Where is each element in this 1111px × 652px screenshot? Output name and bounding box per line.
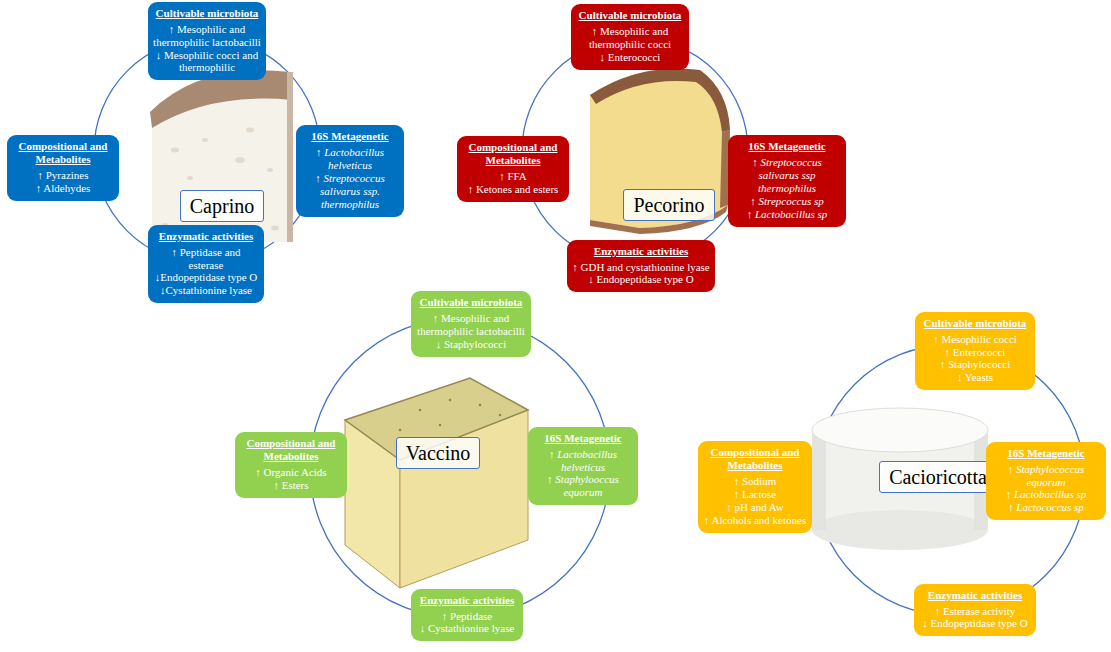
box-item: ↑ Mesophilic and thermophilic lactobacil… bbox=[153, 23, 261, 49]
box-item: ↓Endopeptidase type O bbox=[153, 271, 259, 284]
box-item: ↑ Lactose bbox=[703, 488, 807, 501]
box-item: ↑ Organic Acids bbox=[240, 466, 342, 479]
box-item: ↑ Lactobacillus sp bbox=[991, 488, 1101, 501]
box-heading: 16S Metagenetic bbox=[301, 130, 399, 143]
box-heading: Compositional and Metabolites bbox=[12, 140, 114, 166]
box-heading: Compositional and Metabolites bbox=[240, 437, 342, 463]
vaccino-cheese bbox=[345, 378, 528, 588]
box-item: ↑ Mesophilic and thermophilic lactobacil… bbox=[416, 312, 526, 338]
box-heading: 16S Metagenetic bbox=[991, 447, 1101, 460]
box-item: ↑ GDH and cystathionine lyase bbox=[572, 261, 710, 274]
box-item: ↑ Esters bbox=[240, 479, 342, 492]
box-item: ↓ Staphylococci bbox=[416, 338, 526, 351]
box-heading: 16S Metagenetic bbox=[733, 140, 841, 153]
box-item: ↓ Enterococci bbox=[576, 51, 684, 64]
box-heading: Enzymatic activities bbox=[919, 589, 1031, 602]
box-item: ↑ Sodium bbox=[703, 475, 807, 488]
box-item: ↑ Lactococcus sp bbox=[991, 501, 1101, 514]
cheese-label: Caprino bbox=[180, 190, 264, 222]
box-item: ↑ FFA bbox=[462, 170, 564, 183]
category-box: Compositional and Metabolites ↑ Sodium↑ L… bbox=[698, 441, 812, 532]
box-item: ↑ Lactobacillus sp bbox=[733, 208, 841, 221]
category-box: Enzymatic activities ↑ Peptidase↓ Cystath… bbox=[411, 589, 523, 642]
box-item: ↑ Peptidase bbox=[416, 610, 518, 623]
category-box: 16S Metagenetic ↑ Streptococcus salivarus… bbox=[728, 135, 846, 226]
category-box: Cultivable microbiota ↑ Mesophilic and th… bbox=[571, 4, 689, 69]
box-item: ↓ Cystathionine lyase bbox=[416, 622, 518, 635]
box-item: ↓ Endopeptidase type O bbox=[572, 273, 710, 286]
group-circle bbox=[94, 38, 320, 264]
box-item: ↑ Mesophilic cocci bbox=[920, 333, 1030, 346]
box-item: ↑ Strepcoccus sp bbox=[733, 195, 841, 208]
category-box: Enzymatic activities ↑ GDH and cystathion… bbox=[567, 240, 715, 293]
box-item: ↑ pH and Aw bbox=[703, 501, 807, 514]
category-box: Cultivable microbiota↑ Mesophilic cocci↑… bbox=[915, 312, 1035, 390]
cheese-label: Cacioricotta bbox=[879, 461, 997, 493]
box-heading: Enzymatic activities bbox=[153, 230, 259, 243]
box-heading: Enzymatic activities bbox=[572, 245, 710, 258]
box-item: ↑ Mesophilic and thermophilic cocci bbox=[576, 25, 684, 51]
box-heading: Cultivable microbiota bbox=[576, 9, 684, 22]
category-box: 16S Metagenetic ↑ Lactobacillus helveticu… bbox=[296, 125, 404, 216]
cheese-label: Pecorino bbox=[623, 189, 714, 221]
box-heading: Cultivable microbiota bbox=[416, 296, 526, 309]
box-item: ↑ Lactobacillus helveticus bbox=[533, 448, 633, 474]
box-item: ↑ Streptococcus salivarus ssp. thermophi… bbox=[301, 172, 399, 211]
category-box: Cultivable microbiota ↑ Mesophilic and th… bbox=[148, 2, 266, 80]
box-item: ↑ Ketones and esters bbox=[462, 183, 564, 196]
category-box: Enzymatic activities ↑ Peptidase and este… bbox=[148, 225, 264, 303]
box-heading: Cultivable microbiota bbox=[920, 317, 1030, 330]
pecorino-cheese bbox=[590, 68, 730, 234]
category-box: Cultivable microbiota ↑ Mesophilic and th… bbox=[411, 291, 531, 356]
box-item: ↑ Peptidase and esterase bbox=[153, 246, 259, 272]
box-heading: Enzymatic activities bbox=[416, 594, 518, 607]
box-item: ↑ Enterococci bbox=[920, 346, 1030, 359]
cheese-name: Vaccino bbox=[406, 440, 470, 466]
cheese-name: Cacioricotta bbox=[889, 464, 987, 490]
box-heading: Cultivable microbiota bbox=[153, 7, 261, 20]
caprino-cheese bbox=[150, 70, 293, 242]
cheese-name: Pecorino bbox=[633, 192, 704, 218]
box-item: ↑ Pyrazines bbox=[12, 169, 114, 182]
box-heading: Compositional and Metabolites bbox=[462, 141, 564, 167]
box-item: ↑ Alcohols and ketones bbox=[703, 514, 807, 527]
category-box: Compositional and Metabolites ↑ Organic A… bbox=[235, 432, 347, 497]
cheese-label: Vaccino bbox=[396, 437, 480, 469]
box-heading: Compositional and Metabolites bbox=[703, 446, 807, 472]
category-box: Compositional and Metabolites ↑ Pyrazines… bbox=[7, 135, 119, 200]
box-item: ↑ Staphylococci bbox=[920, 358, 1030, 371]
box-item: ↑ Staphylooccus equorum bbox=[533, 473, 633, 499]
box-heading: 16S Metagenetic bbox=[533, 432, 633, 445]
cheese-name: Caprino bbox=[190, 193, 254, 219]
box-item: ↑ Lactobacillus helveticus bbox=[301, 146, 399, 172]
category-box: Compositional and Metabolites ↑ FFA↑ Keto… bbox=[457, 136, 569, 201]
box-item: ↑ Aldehydes bbox=[12, 182, 114, 195]
box-item: ↓ Mesophilic cocci and thermophilic bbox=[153, 49, 261, 75]
box-item: ↓Cystathionine lyase bbox=[153, 284, 259, 297]
box-item: ↓ Yeasts bbox=[920, 371, 1030, 384]
category-box: Enzymatic activities ↑ Esterase activity↓… bbox=[914, 584, 1036, 637]
box-item: ↑ Staphylococcus equorum bbox=[991, 463, 1101, 489]
box-item: ↑ Esterase activity bbox=[919, 605, 1031, 618]
category-box: 16S Metagenetic ↑ Lactobacillus helveticu… bbox=[528, 427, 638, 505]
cacioricotta-cheese bbox=[812, 408, 988, 550]
box-item: ↑ Streptococcus salivarus ssp thermophil… bbox=[733, 156, 841, 195]
category-box: 16S Metagenetic↑ Staphylococcus equorum↑… bbox=[986, 442, 1106, 520]
box-item: ↓ Endopeptidase type O bbox=[919, 617, 1031, 630]
